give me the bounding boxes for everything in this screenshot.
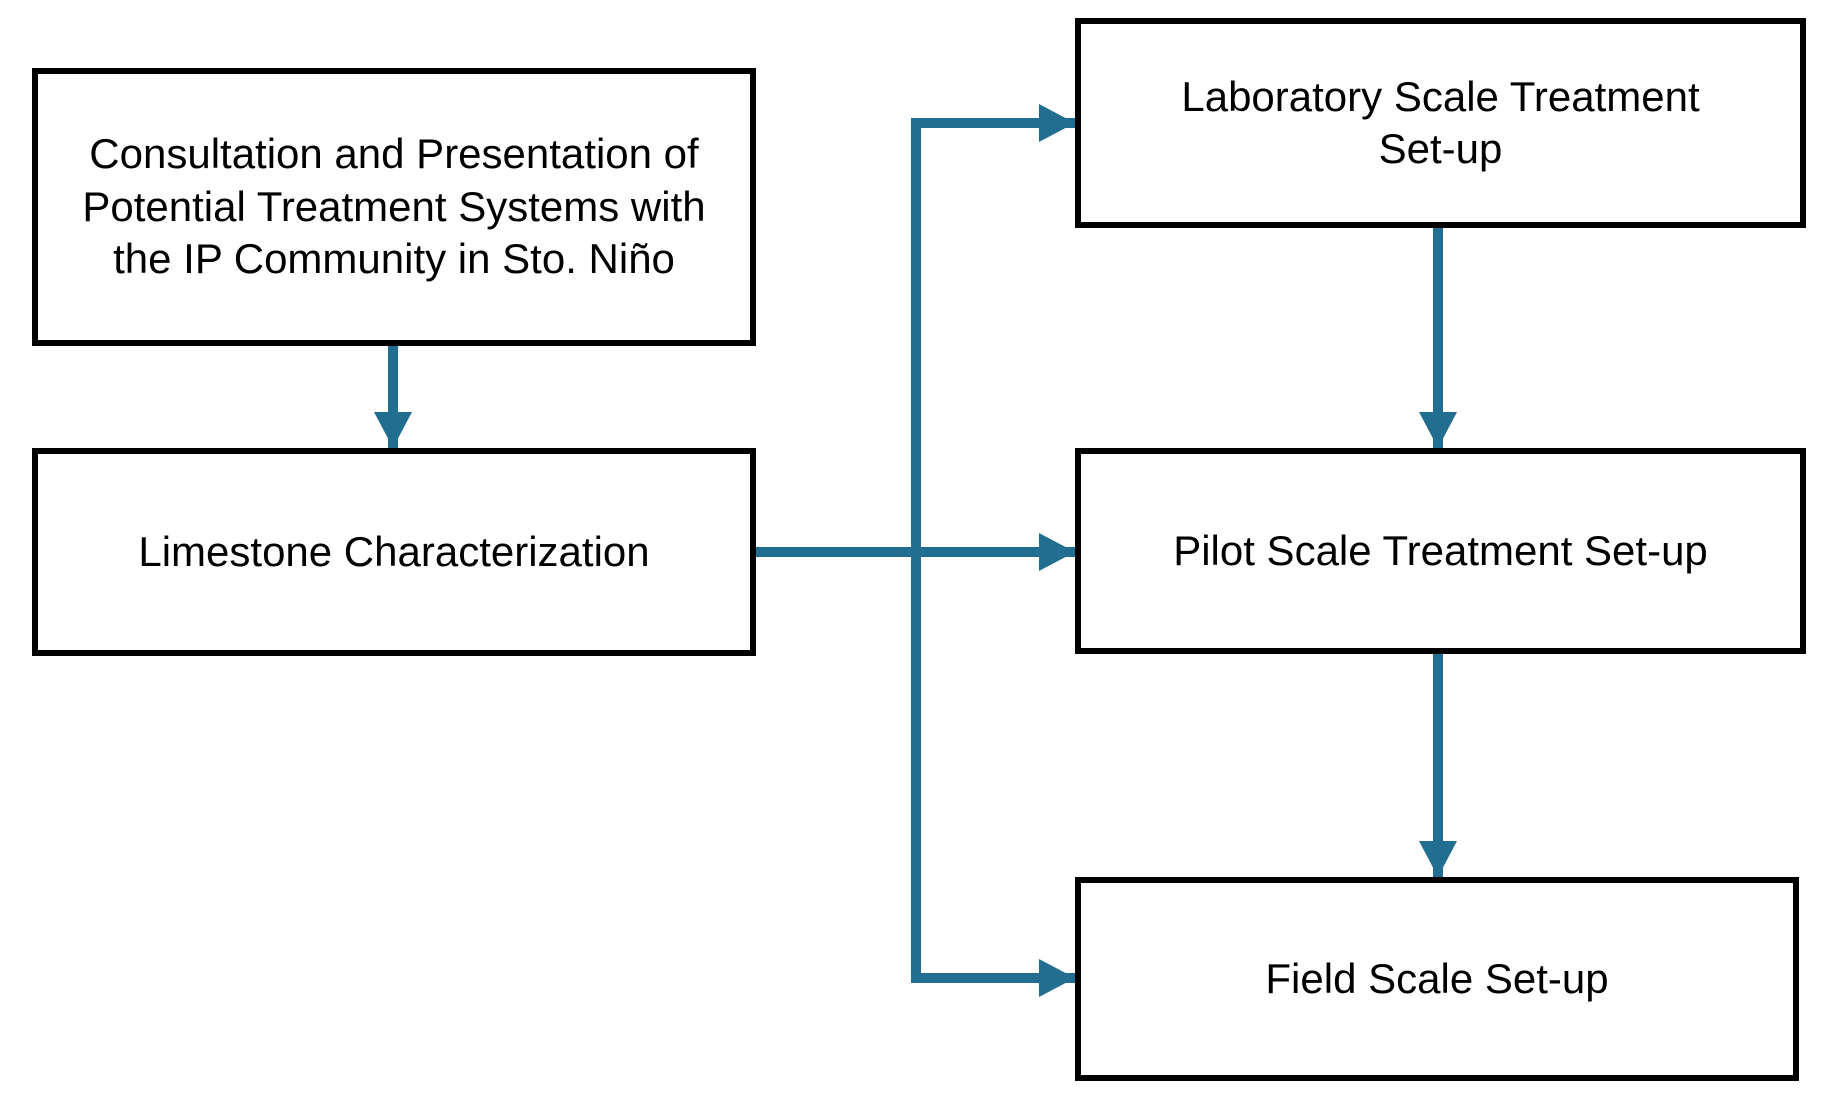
flow-box-consultation: Consultation and Presentation of Potenti…	[32, 68, 756, 346]
connector-limestone-field	[911, 552, 1075, 997]
flow-box-field: Field Scale Set-up	[1075, 877, 1799, 1081]
flow-box-label-limestone: Limestone Characterization	[138, 527, 650, 575]
flow-box-laboratory: Laboratory Scale Treatment Set-up	[1075, 18, 1806, 228]
flow-box-label-laboratory: Laboratory Scale Treatment Set-up	[1181, 72, 1700, 173]
flow-box-label-consultation: Consultation and Presentation of Potenti…	[82, 130, 706, 283]
flow-box-label-field: Field Scale Set-up	[1265, 954, 1609, 1002]
flow-box-limestone: Limestone Characterization	[32, 448, 756, 656]
flow-box-label-pilot: Pilot Scale Treatment Set-up	[1173, 526, 1708, 574]
flow-box-pilot: Pilot Scale Treatment Set-up	[1075, 448, 1806, 654]
connector-limestone-laboratory	[911, 104, 1075, 552]
